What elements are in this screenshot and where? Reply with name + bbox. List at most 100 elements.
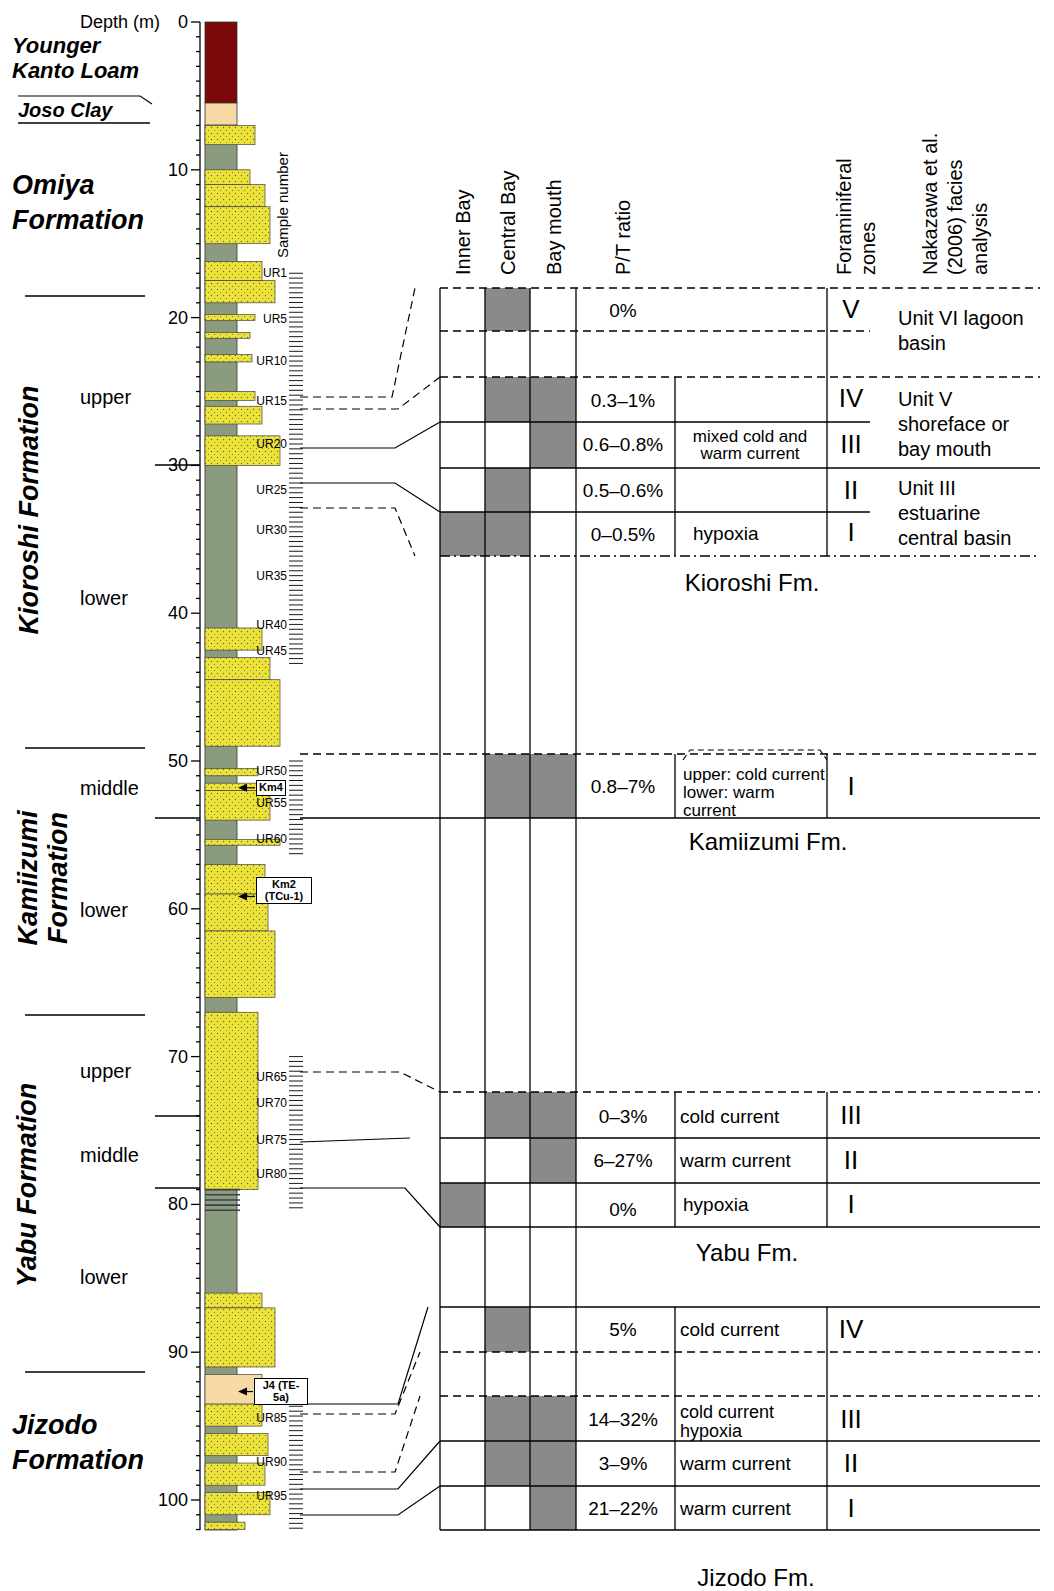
sample-callout-box: Km2 (TCu-1) — [256, 877, 312, 904]
text-label: cold current — [680, 1106, 779, 1128]
depth-tick — [196, 80, 200, 81]
text-label: 0% — [609, 300, 636, 322]
text-label: Unit V shoreface or bay mouth — [898, 387, 1033, 462]
depth-tick — [191, 169, 200, 170]
sample-tick — [289, 404, 303, 405]
sample-tick — [289, 1508, 303, 1509]
depth-tick — [196, 376, 200, 377]
depth-tick — [196, 642, 200, 643]
text-label: mixed cold and warm current — [678, 428, 823, 462]
sand-bed — [205, 680, 280, 747]
text-label: II — [844, 1449, 858, 1479]
text-label: Jizodo Fm. — [697, 1564, 814, 1591]
text-label: warm current — [680, 1150, 791, 1172]
text-label: IV — [839, 384, 864, 414]
sample-tick — [289, 775, 303, 776]
depth-tick — [196, 435, 200, 436]
text-label: Kioroshi Fm. — [685, 569, 820, 597]
depth-tick — [196, 213, 200, 214]
column-line — [575, 288, 576, 1530]
sample-tick — [289, 1061, 303, 1062]
depth-tick — [196, 509, 200, 510]
depth-tick — [196, 1100, 200, 1101]
sample-tick — [289, 624, 303, 625]
text-label: 0.3–1% — [591, 390, 655, 412]
sample-tick — [289, 326, 303, 327]
text-label: Jizodo Formation — [12, 1408, 182, 1478]
text-label: 90 — [168, 1342, 188, 1363]
text-label: 0 — [178, 12, 188, 33]
sand-bed — [205, 1522, 245, 1529]
text-label: 0.8–7% — [591, 776, 655, 798]
text-label: UR50 — [256, 765, 287, 779]
row-line — [440, 467, 1040, 468]
sample-tick — [289, 380, 303, 381]
sample-tick — [289, 629, 303, 630]
cell-line — [674, 1307, 675, 1530]
text-label: UR90 — [256, 1456, 287, 1470]
sample-tick — [289, 1435, 303, 1436]
sample-tick — [289, 526, 303, 527]
depth-tick — [196, 657, 200, 658]
text-label: 0–3% — [599, 1106, 648, 1128]
depth-tick — [191, 1056, 200, 1057]
depth-tick — [196, 494, 200, 495]
depth-tick — [196, 1307, 200, 1308]
sample-tick — [289, 590, 303, 591]
sample-tick — [289, 463, 303, 464]
column-line — [484, 288, 485, 1530]
sample-tick — [289, 1513, 303, 1514]
depth-tick — [196, 701, 200, 702]
row-line — [440, 1091, 1040, 1092]
depth-tick — [196, 879, 200, 880]
depth-tick — [196, 1263, 200, 1264]
rotated-label: Kamiizumi Formation — [13, 778, 73, 978]
sample-tick — [289, 395, 303, 396]
sample-tick — [289, 1503, 303, 1504]
sample-tick — [289, 1494, 303, 1495]
sample-tick — [289, 1163, 303, 1164]
depth-tick — [196, 36, 200, 37]
text-label: cold current hypoxia — [680, 1403, 820, 1441]
row-line — [440, 1485, 1040, 1486]
sample-tick — [289, 834, 303, 835]
sand-bed — [205, 1433, 268, 1455]
sand-bed — [205, 1012, 258, 1189]
text-label: 40 — [168, 603, 188, 624]
depth-tick — [196, 982, 200, 983]
depth-tick — [191, 760, 200, 761]
member-boundary — [155, 817, 200, 818]
correlation-line — [300, 1396, 420, 1472]
text-label: lower — [80, 1266, 128, 1289]
pointer-line — [246, 1391, 253, 1392]
sample-tick — [289, 570, 303, 571]
sample-tick — [289, 1455, 303, 1456]
sample-code: Km2 (TCu-1) — [259, 879, 309, 902]
depth-tick — [196, 1411, 200, 1412]
rotated-label: Bay mouth — [543, 179, 566, 275]
text-label: warm current — [680, 1453, 791, 1475]
sand-bed — [205, 768, 258, 775]
text-label: UR75 — [256, 1134, 287, 1148]
text-label: upper — [80, 1060, 131, 1083]
sample-tick — [289, 546, 303, 547]
bracket — [683, 750, 827, 760]
sand-bed — [205, 1404, 262, 1426]
pointer-arrowhead — [238, 893, 247, 901]
sample-tick — [289, 804, 303, 805]
text-label: II — [844, 1146, 858, 1176]
correlation-line — [300, 288, 415, 397]
text-label: I — [847, 772, 854, 802]
depth-tick — [196, 686, 200, 687]
depth-tick — [196, 1086, 200, 1087]
depth-tick — [196, 1233, 200, 1234]
depth-tick — [196, 66, 200, 67]
sample-tick — [289, 1183, 303, 1184]
text-label: UR25 — [256, 484, 287, 498]
row-line — [440, 421, 870, 422]
text-label: UR30 — [256, 524, 287, 538]
depth-tick — [196, 997, 200, 998]
sample-tick — [289, 1080, 303, 1081]
sample-tick — [289, 1076, 303, 1077]
sand-bed — [205, 207, 270, 244]
